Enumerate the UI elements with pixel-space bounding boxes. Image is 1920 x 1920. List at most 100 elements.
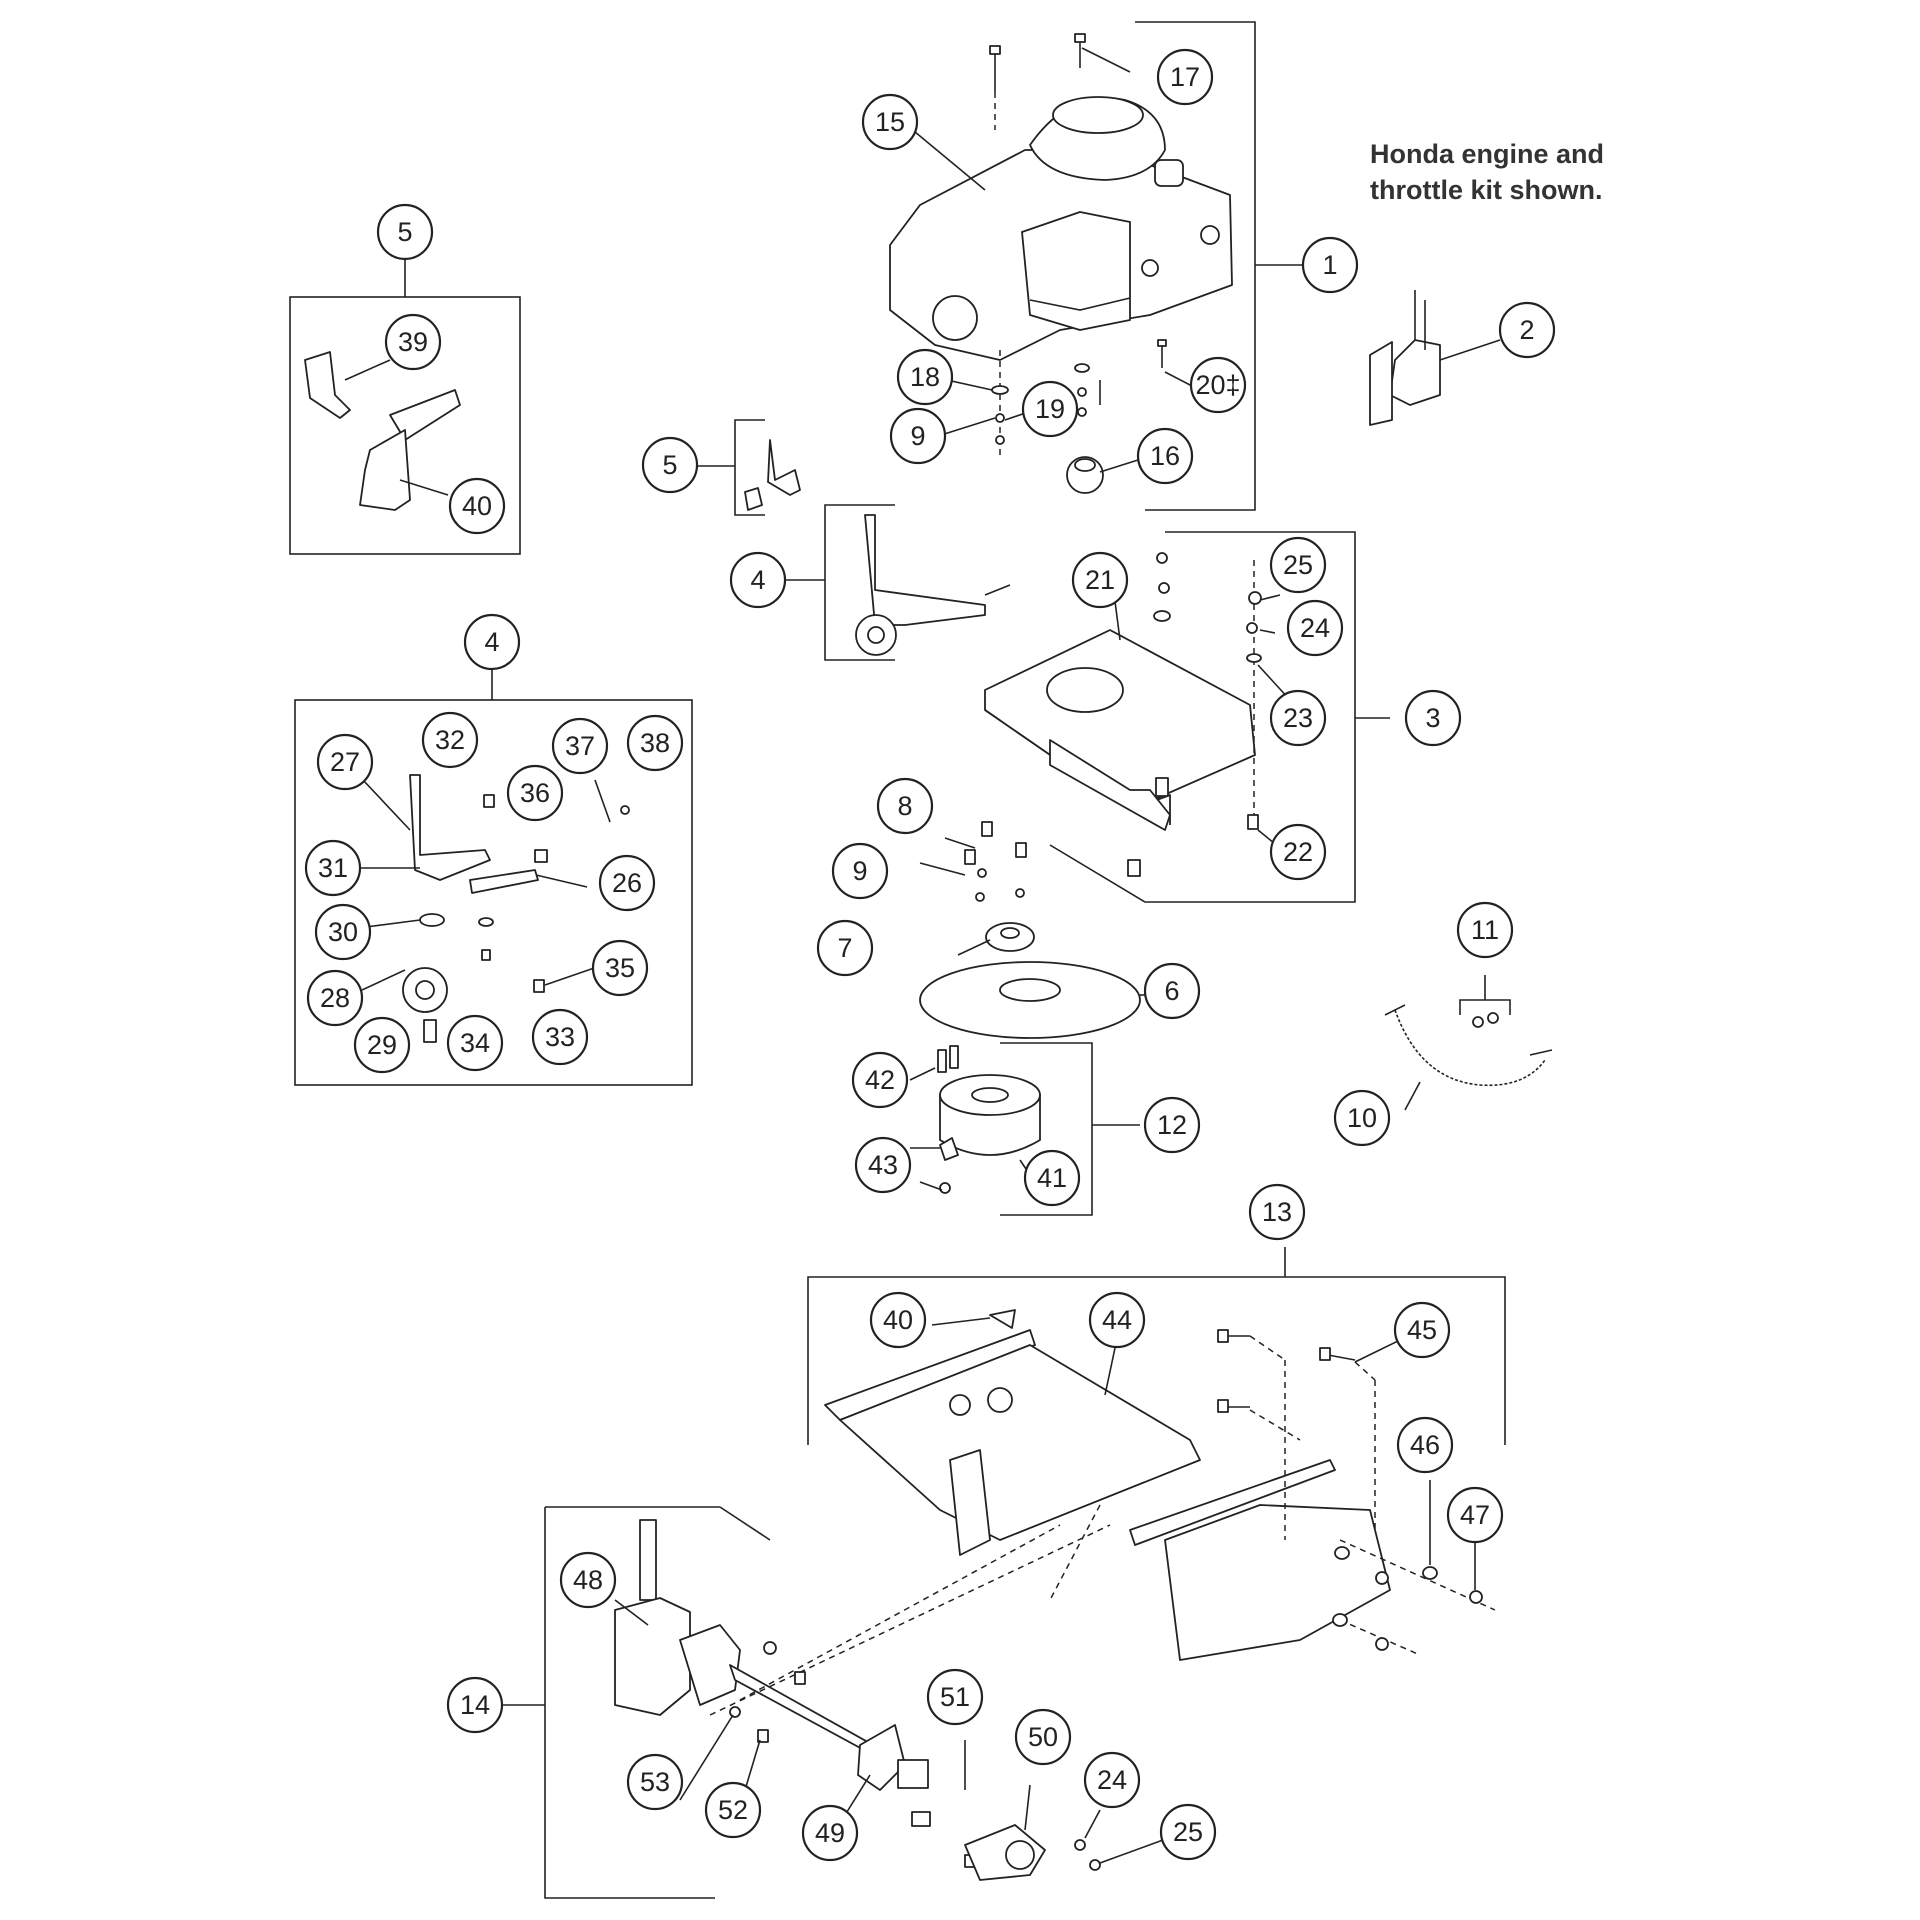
callout-35: 35	[591, 939, 649, 997]
svg-text:16: 16	[1150, 441, 1180, 471]
callout-46: 46	[1396, 1416, 1454, 1474]
svg-text:35: 35	[605, 953, 635, 983]
svg-text:26: 26	[612, 868, 642, 898]
svg-text:19: 19	[1035, 394, 1065, 424]
svg-text:25: 25	[1173, 1817, 1203, 1847]
svg-text:31: 31	[318, 853, 348, 883]
callout-19: 19	[1021, 380, 1079, 438]
throttle-kit	[1369, 290, 1501, 426]
callout-8: 8	[876, 777, 934, 835]
callout-9-mid: 9	[831, 842, 889, 900]
svg-text:6: 6	[1164, 976, 1179, 1006]
svg-text:46: 46	[1410, 1430, 1440, 1460]
svg-text:8: 8	[897, 791, 912, 821]
svg-text:30: 30	[328, 917, 358, 947]
svg-text:5: 5	[397, 217, 412, 247]
callout-23: 23	[1269, 689, 1327, 747]
callout-39: 39	[384, 313, 442, 371]
callout-2: 2	[1498, 301, 1556, 359]
svg-text:24: 24	[1300, 613, 1330, 643]
svg-text:14: 14	[460, 1690, 490, 1720]
callout-20: 20‡	[1189, 356, 1247, 414]
svg-text:25: 25	[1283, 550, 1313, 580]
callout-36: 36	[506, 764, 564, 822]
svg-text:12: 12	[1157, 1110, 1187, 1140]
svg-text:9: 9	[852, 856, 867, 886]
callout-45: 45	[1393, 1301, 1451, 1359]
callout-28: 28	[306, 969, 364, 1027]
callout-38: 38	[626, 714, 684, 772]
callout-4-box: 4	[463, 613, 521, 671]
frame-group	[807, 1247, 1506, 1661]
callout-17: 17	[1156, 48, 1214, 106]
bracket-5-cable-clamp	[692, 419, 801, 516]
callout-16: 16	[1136, 427, 1194, 485]
clutch-group	[909, 1042, 1140, 1216]
callout-43: 43	[854, 1136, 912, 1194]
callout-26: 26	[598, 854, 656, 912]
svg-text:24: 24	[1097, 1765, 1127, 1795]
svg-text:49: 49	[815, 1818, 845, 1848]
callout-22: 22	[1269, 823, 1327, 881]
svg-text:50: 50	[1028, 1722, 1058, 1752]
callout-1: 1	[1301, 236, 1359, 294]
callout-21: 21	[1071, 551, 1129, 609]
callout-32: 32	[421, 711, 479, 769]
callout-25-bottom: 25	[1159, 1803, 1217, 1861]
callout-13: 13	[1248, 1183, 1306, 1241]
transmission-group	[502, 1506, 1164, 1899]
svg-text:29: 29	[367, 1030, 397, 1060]
svg-text:11: 11	[1471, 915, 1499, 945]
svg-text:39: 39	[398, 327, 428, 357]
callout-4-mid: 4	[729, 551, 787, 609]
callout-11: 11	[1456, 901, 1514, 959]
svg-text:7: 7	[837, 933, 852, 963]
svg-text:32: 32	[435, 725, 465, 755]
svg-text:17: 17	[1170, 62, 1200, 92]
svg-text:9: 9	[910, 421, 925, 451]
callout-31: 31	[304, 839, 362, 897]
callout-52: 52	[704, 1781, 762, 1839]
callout-37: 37	[551, 717, 609, 775]
svg-text:51: 51	[940, 1682, 970, 1712]
idler-arm-assembly-mid	[785, 504, 1011, 661]
svg-text:48: 48	[573, 1565, 603, 1595]
callout-18: 18	[896, 348, 954, 406]
callout-29: 29	[353, 1016, 411, 1074]
svg-text:40: 40	[462, 491, 492, 521]
svg-text:5: 5	[662, 450, 677, 480]
svg-text:53: 53	[640, 1767, 670, 1797]
callout-25-top: 25	[1269, 536, 1327, 594]
svg-text:42: 42	[865, 1065, 895, 1095]
callout-33: 33	[531, 1008, 589, 1066]
svg-text:20‡: 20‡	[1195, 370, 1240, 400]
callout-50: 50	[1014, 1708, 1072, 1766]
svg-text:34: 34	[460, 1028, 490, 1058]
svg-text:37: 37	[565, 731, 595, 761]
callout-30: 30	[314, 903, 372, 961]
callout-49: 49	[801, 1804, 859, 1862]
svg-text:27: 27	[330, 747, 360, 777]
callout-48: 48	[559, 1551, 617, 1609]
callout-14: 14	[446, 1676, 504, 1734]
engine-group	[889, 21, 1303, 511]
callout-7: 7	[816, 919, 874, 977]
svg-text:18: 18	[910, 362, 940, 392]
chain-group	[1384, 975, 1553, 1111]
callout-41: 41	[1023, 1149, 1081, 1207]
callout-6: 6	[1143, 962, 1201, 1020]
svg-text:41: 41	[1037, 1163, 1067, 1193]
svg-text:52: 52	[718, 1795, 748, 1825]
callout-12: 12	[1143, 1096, 1201, 1154]
sprocket-group	[919, 821, 1152, 1039]
svg-text:28: 28	[320, 983, 350, 1013]
svg-text:10: 10	[1347, 1103, 1377, 1133]
svg-text:45: 45	[1407, 1315, 1437, 1345]
engine-note: Honda engine and throttle kit shown.	[1370, 139, 1605, 205]
callout-24-top: 24	[1286, 599, 1344, 657]
svg-text:3: 3	[1425, 703, 1440, 733]
callout-51: 51	[926, 1668, 984, 1726]
svg-text:33: 33	[545, 1022, 575, 1052]
callout-42: 42	[851, 1051, 909, 1109]
svg-text:15: 15	[875, 107, 905, 137]
